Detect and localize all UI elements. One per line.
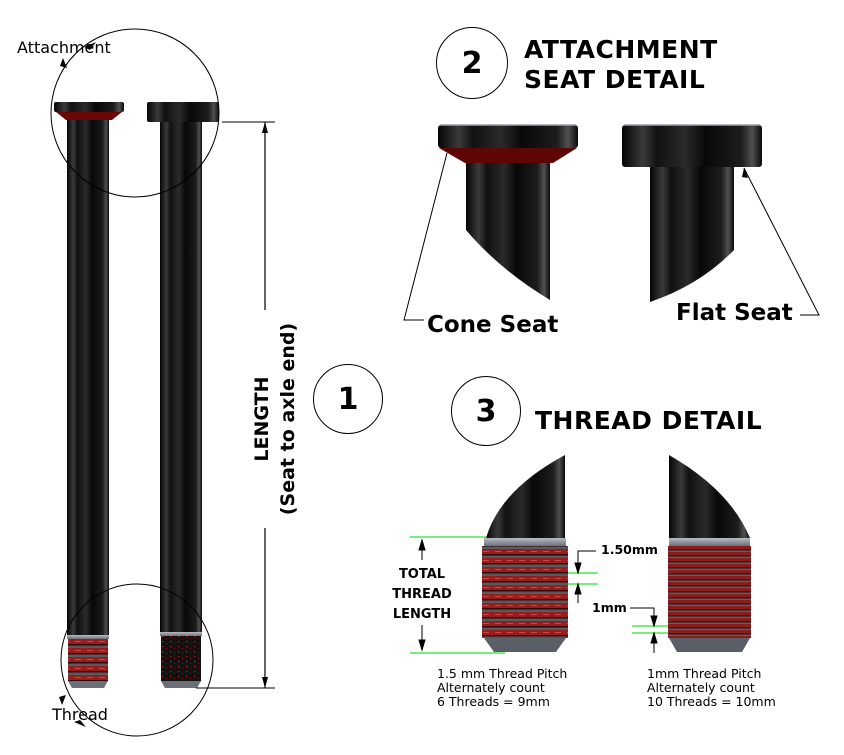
- coarse-thread-drawing: [482, 455, 568, 652]
- cone-seat-detail-drawing: [438, 124, 578, 300]
- coarse-pitch-dimension: 1.50mm: [601, 542, 658, 557]
- length-label-line1: LENGTH: [251, 376, 273, 462]
- attachment-detail-title-line2: SEAT DETAIL: [524, 65, 706, 94]
- fine-note-line3: 10 Threads = 10mm: [647, 694, 776, 709]
- dimension-extension-lines: [410, 536, 668, 654]
- callout-3: 3: [451, 376, 521, 446]
- callout-3-number: 3: [475, 393, 497, 429]
- thread-detail-title: THREAD DETAIL: [535, 406, 763, 435]
- axle-cone-seat-overview: [54, 102, 124, 688]
- fine-note-line2: Alternately count: [647, 680, 755, 695]
- coarse-thread-note: 1.5 mm Thread Pitch Alternately count 6 …: [437, 667, 567, 709]
- fine-thread-note: 1mm Thread Pitch Alternately count 10 Th…: [647, 667, 776, 709]
- coarse-note-line2: Alternately count: [437, 680, 545, 695]
- coarse-note-line3: 6 Threads = 9mm: [437, 694, 550, 709]
- fine-note-line1: 1mm Thread Pitch: [647, 666, 762, 681]
- callout-1: 1: [313, 364, 383, 434]
- fine-pitch-dimension: 1mm: [592, 600, 627, 615]
- thread-label: Thread: [52, 705, 108, 724]
- axle-flat-seat-overview: [147, 102, 219, 688]
- total-label-line2: THREAD: [392, 587, 452, 602]
- cone-seat-label: Cone Seat: [427, 312, 559, 338]
- total-label-line1: TOTAL: [398, 567, 446, 582]
- flat-seat-label: Flat Seat: [676, 300, 793, 326]
- total-label-line3: LENGTH: [392, 607, 452, 622]
- callout-2-number: 2: [461, 45, 483, 81]
- attachment-detail-title-line1: ATTACHMENT: [524, 35, 718, 64]
- callout-1-number: 1: [337, 381, 359, 417]
- total-thread-length-label: TOTAL THREAD LENGTH: [389, 565, 455, 625]
- fine-thread-drawing: [668, 455, 751, 652]
- flat-seat-detail-drawing: [622, 124, 762, 302]
- attachment-label: Attachment: [17, 38, 111, 57]
- length-label-line2: (Seat to axle end): [277, 322, 299, 516]
- coarse-note-line1: 1.5 mm Thread Pitch: [437, 666, 568, 681]
- attachment-detail-title: ATTACHMENT SEAT DETAIL: [524, 35, 718, 95]
- callout-2: 2: [436, 27, 508, 99]
- length-label: LENGTH (Seat to axle end): [249, 314, 301, 524]
